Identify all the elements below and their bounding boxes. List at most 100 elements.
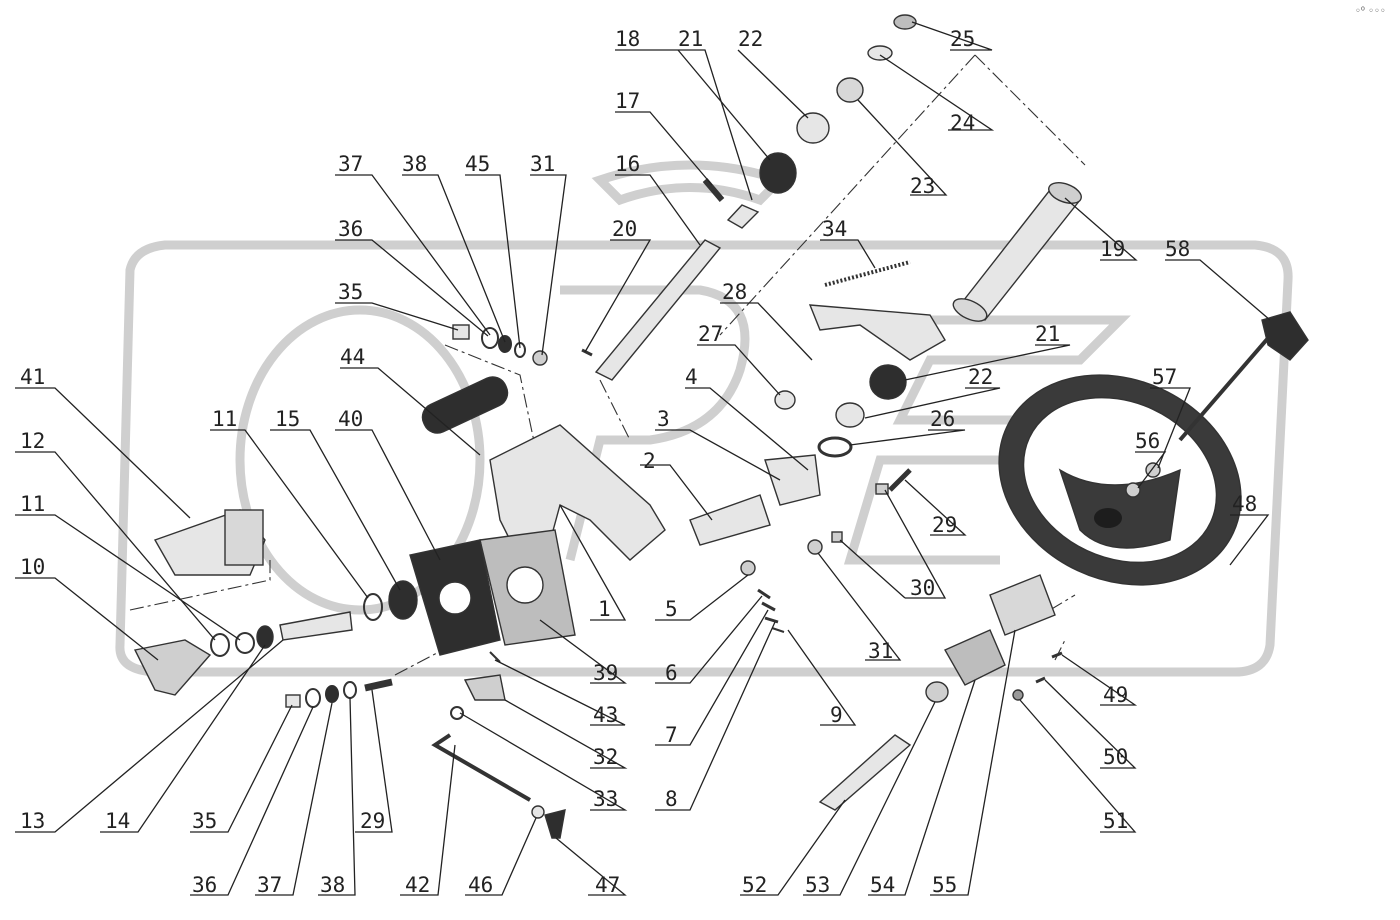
- seal-15: [388, 580, 418, 620]
- sleeve-18: [726, 204, 760, 229]
- callout-30: 30: [910, 576, 935, 600]
- callout-10: 10: [20, 555, 45, 579]
- washer-36: [305, 688, 321, 708]
- sleeve-lower: [835, 402, 865, 428]
- knob-47: [544, 809, 566, 839]
- callout-44: 44: [340, 345, 365, 369]
- washer-36-top: [481, 327, 499, 349]
- pin-43: [489, 651, 501, 663]
- watermark: [115, 160, 1293, 677]
- callout-50: 50: [1103, 745, 1128, 769]
- callout-45: 45: [465, 152, 490, 176]
- callout-33: 33: [593, 787, 618, 811]
- callout-21: 21: [678, 27, 703, 51]
- column-bracket: [808, 304, 946, 361]
- callout-42: 42: [405, 873, 430, 897]
- callout-35-bottom: 35: [192, 809, 217, 833]
- pin-6: [757, 588, 771, 600]
- screw-51: [1012, 689, 1024, 701]
- adapter-flange: [133, 639, 212, 696]
- cover-plate: [421, 376, 509, 434]
- callout-31: 31: [530, 152, 555, 176]
- seal-37-top: [498, 335, 512, 353]
- callout-17: 17: [615, 89, 640, 113]
- ring-11: [363, 593, 383, 621]
- callout-27: 27: [698, 322, 723, 346]
- callout-29: 29: [932, 513, 957, 537]
- steering-column-tube: [952, 182, 1082, 322]
- steering-unit: [153, 509, 266, 576]
- callout-4: 4: [685, 365, 698, 389]
- callout-53: 53: [805, 873, 830, 897]
- seal-14: [256, 625, 274, 649]
- callout-37-bottom: 37: [257, 873, 282, 897]
- spring: [824, 260, 911, 287]
- callout-35: 35: [338, 280, 363, 304]
- callout-36: 36: [338, 217, 363, 241]
- bushing-upper: [759, 152, 797, 194]
- lever-rod: [431, 733, 532, 802]
- pin-7: [761, 601, 776, 612]
- nut-5: [740, 560, 756, 576]
- callout-2: 2: [643, 449, 656, 473]
- callout-37: 37: [338, 152, 363, 176]
- nut-31-top: [532, 350, 548, 366]
- bolt-29: [364, 678, 393, 692]
- clamp-32: [463, 674, 506, 701]
- callout-15: 15: [275, 407, 300, 431]
- sleeve-55: [989, 574, 1056, 636]
- callout-56: 56: [1135, 429, 1160, 453]
- callout-51: 51: [1103, 809, 1128, 833]
- callout-38-bottom: 38: [320, 873, 345, 897]
- clip-20: [581, 348, 593, 357]
- callout-48: 48: [1232, 492, 1257, 516]
- callout-23: 23: [910, 174, 935, 198]
- callout-46: 46: [468, 873, 493, 897]
- callout-54: 54: [870, 873, 895, 897]
- ring-38: [343, 681, 357, 699]
- callout-13: 13: [20, 809, 45, 833]
- callout-21-lower: 21: [1035, 322, 1060, 346]
- nut-25: [893, 14, 917, 30]
- leader-lines: [15, 21, 1271, 896]
- callout-34: 34: [822, 217, 847, 241]
- washer-26: [817, 436, 853, 458]
- nut-56: [1125, 482, 1141, 498]
- ring-11b: [235, 632, 255, 654]
- callout-7: 7: [665, 723, 678, 747]
- callout-29-bottom: 29: [360, 809, 385, 833]
- bushing-lower: [869, 364, 907, 400]
- nut-53: [925, 681, 949, 703]
- washer-46: [531, 805, 545, 819]
- corner-mark: ◦⁰ ◦◦◦: [1355, 6, 1386, 17]
- cap: [836, 77, 864, 103]
- pin-8: [764, 616, 779, 624]
- washer-24: [867, 45, 893, 61]
- callout-22-lower: 22: [968, 365, 993, 389]
- callout-18: 18: [615, 27, 640, 51]
- callout-1: 1: [598, 597, 611, 621]
- callout-24: 24: [950, 111, 975, 135]
- callout-22: 22: [738, 27, 763, 51]
- callout-6: 6: [665, 661, 678, 685]
- callout-32: 32: [593, 745, 618, 769]
- nut-31-right: [807, 539, 823, 555]
- callout-36-bottom: 36: [192, 873, 217, 897]
- tilt-knob: [1261, 311, 1309, 361]
- callout-58: 58: [1165, 237, 1190, 261]
- callout-43: 43: [593, 703, 618, 727]
- tilt-lever: [1178, 328, 1277, 442]
- callout-41: 41: [20, 365, 45, 389]
- pin-50: [1035, 676, 1046, 684]
- parts: [133, 14, 1309, 839]
- ring-33: [450, 706, 464, 720]
- callout-25: 25: [950, 27, 975, 51]
- spacer-35: [285, 694, 301, 708]
- callout-11-left: 11: [20, 492, 45, 516]
- callout-39: 39: [593, 661, 618, 685]
- callout-57: 57: [1152, 365, 1177, 389]
- lower-shaft-52: [818, 734, 912, 811]
- callout-31-right: 31: [868, 639, 893, 663]
